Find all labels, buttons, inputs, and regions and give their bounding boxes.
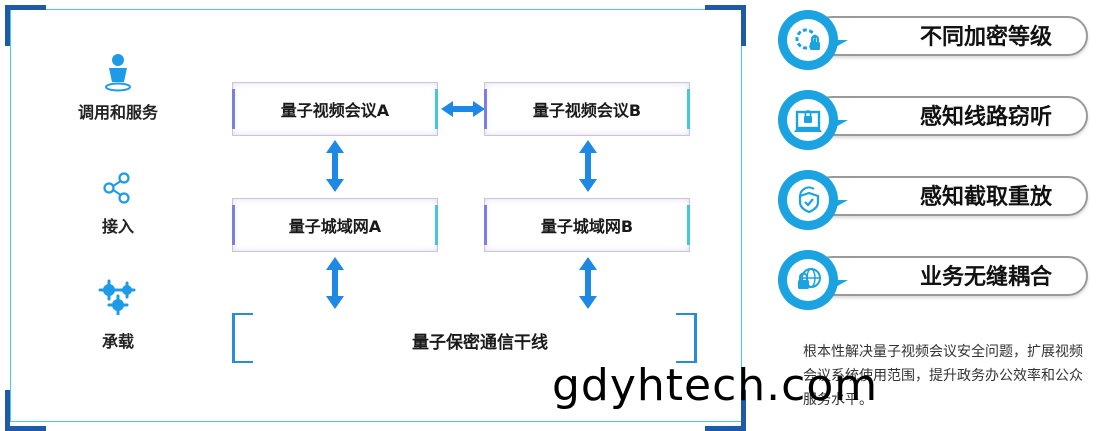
feature-replay-detection: 感知截取重放 xyxy=(776,168,1094,234)
node-metro-network-a: 量子城域网A xyxy=(232,198,438,252)
description-text: 根本性解决量子视频会议安全问题，扩展视频会议系统使用范围，提升政务办公效率和公众… xyxy=(803,344,1083,408)
feature-label: 不同加密等级 xyxy=(919,25,1052,50)
node-metro-network-b: 量子城域网B xyxy=(484,198,690,252)
arrow-conf-b-metro-b xyxy=(579,140,597,192)
layer-label-access: 接入 xyxy=(101,217,134,236)
frame-corner-top-right xyxy=(705,5,746,46)
feature-label: 业务无缝耦合 xyxy=(919,265,1052,290)
arrow-metro-b-trunk xyxy=(579,257,597,309)
feature-label: 感知截取重放 xyxy=(919,185,1052,210)
globe-lock-icon xyxy=(778,250,848,310)
feature-seamless-coupling: 业务无缝耦合 xyxy=(776,248,1094,314)
feature-pill: 感知线路窃听 xyxy=(812,96,1088,136)
layer-label-carrier: 承载 xyxy=(101,332,134,351)
node-video-conference-a: 量子视频会议A xyxy=(232,82,438,136)
arrow-metro-a-trunk xyxy=(326,257,344,309)
user-icon xyxy=(105,54,131,92)
map-lock-icon xyxy=(778,90,848,150)
feature-label: 感知线路窃听 xyxy=(919,105,1052,130)
trunk-bracket-left xyxy=(232,313,259,363)
watermark: gdyhtech.com xyxy=(552,360,879,411)
frame-corner-top-left xyxy=(5,5,46,46)
feature-encryption-levels: 不同加密等级 xyxy=(776,8,1094,74)
share-icon xyxy=(103,172,130,204)
feature-pill: 感知截取重放 xyxy=(812,176,1088,216)
feature-eavesdrop-detection: 感知线路窃听 xyxy=(776,88,1094,154)
layer-label-service: 调用和服务 xyxy=(77,103,158,122)
feature-pill: 不同加密等级 xyxy=(812,16,1088,56)
feature-pill: 业务无缝耦合 xyxy=(812,256,1088,296)
trunk-line-label: 量子保密通信干线 xyxy=(412,333,548,353)
frame-corner-bottom-left xyxy=(5,390,46,431)
diagram-frame xyxy=(10,9,742,422)
node-video-conference-b: 量子视频会议B xyxy=(484,82,690,136)
gears-icon xyxy=(98,279,136,315)
frame-corner-bottom-right xyxy=(705,390,746,431)
arrow-conf-a-metro-a xyxy=(326,140,344,192)
shield-check-icon xyxy=(778,170,848,230)
gear-lock-icon xyxy=(778,10,848,70)
arrow-conf-a-conf-b xyxy=(441,101,485,117)
trunk-bracket-right xyxy=(670,313,697,363)
